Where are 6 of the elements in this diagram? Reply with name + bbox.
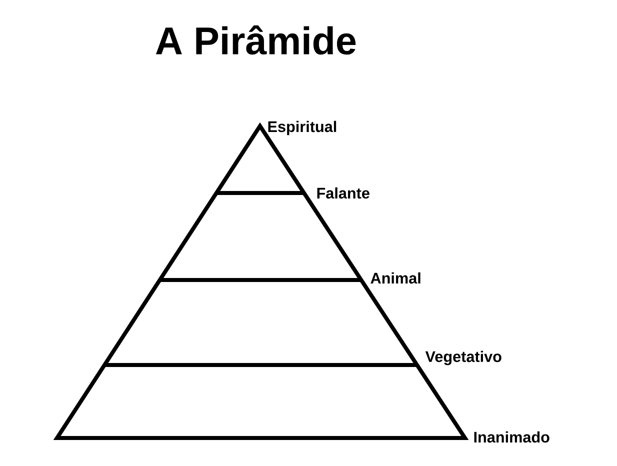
level-label: Inanimado (474, 431, 550, 443)
level-label: Animal (370, 272, 420, 284)
title: A Pirâmide (156, 25, 356, 55)
level-label: Falante (317, 187, 370, 199)
level-label: Espiritual (268, 120, 336, 136)
level-label: Vegetativo (425, 350, 502, 366)
